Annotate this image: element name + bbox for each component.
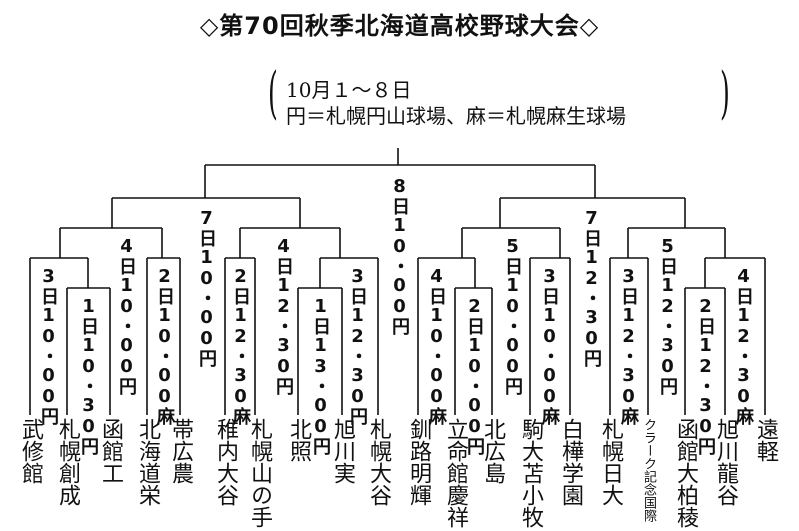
bracket-r1-sub — [66, 287, 111, 415]
team-name: 函館大柏稜 — [673, 418, 698, 528]
team-name: 帯広農 — [168, 418, 193, 484]
team-name: 北照 — [286, 418, 311, 462]
team-name: 旭川実 — [330, 418, 355, 484]
team-name: 白樺学園 — [558, 418, 583, 506]
r8-sub-schedule: 2日12・30円 — [695, 296, 716, 455]
qf4-schedule: 5日12・30円 — [657, 236, 678, 395]
bracket-semi-right — [499, 197, 686, 228]
bracket-qf1 — [59, 227, 163, 258]
qf2-schedule: 4日12・30円 — [273, 236, 294, 395]
team-name: 釧路明輝 — [406, 418, 431, 506]
bracket-r2 — [146, 257, 181, 415]
bracket-final — [204, 148, 596, 198]
r4-schedule: 3日12・30円 — [347, 266, 368, 425]
bracket-r4-sub — [297, 287, 343, 415]
team-name: 札幌大谷 — [366, 418, 391, 506]
schedule-info: ( 10月１～８日 円＝札幌円山球場、麻＝札幌麻生球場 ) — [268, 64, 738, 129]
bracket-r5 — [417, 257, 476, 415]
r8-schedule: 4日12・30麻 — [733, 266, 754, 425]
semi-left-schedule: 7日10・00円 — [196, 208, 217, 367]
right-parenthesis: ) — [720, 61, 730, 126]
team-name: 札幌日大 — [598, 418, 623, 506]
qf1-schedule: 4日10・00円 — [116, 236, 137, 395]
page-title: ◇第70回秋季北海道高校野球大会◇ — [199, 12, 600, 40]
qf3-schedule: 5日10・00円 — [502, 236, 523, 395]
team-name: 駒大苫小牧 — [518, 418, 543, 528]
team-name: 武修館 — [18, 418, 43, 484]
r6-schedule: 3日10・00麻 — [539, 266, 560, 425]
bracket-r6 — [529, 257, 571, 415]
team-name: 北海道栄 — [135, 418, 160, 506]
bracket-qf3 — [461, 227, 561, 258]
bracket-r3 — [224, 257, 256, 415]
team-name: 遠軽 — [753, 418, 778, 462]
left-parenthesis: ( — [268, 61, 278, 126]
r2-schedule: 2日10・00麻 — [154, 266, 175, 425]
r4-sub-schedule: 1日13・00円 — [310, 296, 331, 455]
bracket-r8-sub — [684, 287, 726, 415]
date-range: 10月１～８日 — [286, 78, 412, 102]
bracket-r8 — [704, 257, 766, 415]
venue-legend: 円＝札幌円山球場、麻＝札幌麻生球場 — [286, 104, 626, 128]
r1-sub-schedule: 1日10・30円 — [78, 296, 99, 455]
r1-schedule: 3日10・00円 — [38, 266, 59, 425]
team-name: 稚内大谷 — [213, 418, 238, 506]
bracket-r7 — [609, 257, 649, 415]
bracket-r5-sub — [454, 287, 493, 415]
semi-right-schedule: 7日12・30円 — [581, 208, 602, 367]
bracket-semi-left — [111, 197, 301, 228]
r5-sub-schedule: 2日10・00円 — [464, 296, 485, 455]
bracket-qf4 — [627, 227, 726, 258]
team-name: 立命館慶祥 — [443, 418, 468, 528]
final-schedule: 8日10・00円 — [389, 176, 410, 335]
r3-schedule: 2日12・30麻 — [230, 266, 251, 425]
team-name: 旭川龍谷 — [713, 418, 738, 506]
bracket-qf2 — [239, 227, 341, 258]
r5-schedule: 4日10・00麻 — [426, 266, 447, 425]
team-name: 札幌創成 — [55, 418, 80, 506]
bracket-r4 — [319, 257, 379, 415]
team-name: 札幌山の手 — [247, 418, 272, 528]
team-name: 北広島 — [480, 418, 505, 484]
bracket-r1 — [29, 257, 89, 415]
team-name: クラーク記念国際 — [641, 418, 656, 522]
team-name: 函館工 — [98, 418, 123, 484]
r7-schedule: 3日12・30麻 — [618, 266, 639, 425]
